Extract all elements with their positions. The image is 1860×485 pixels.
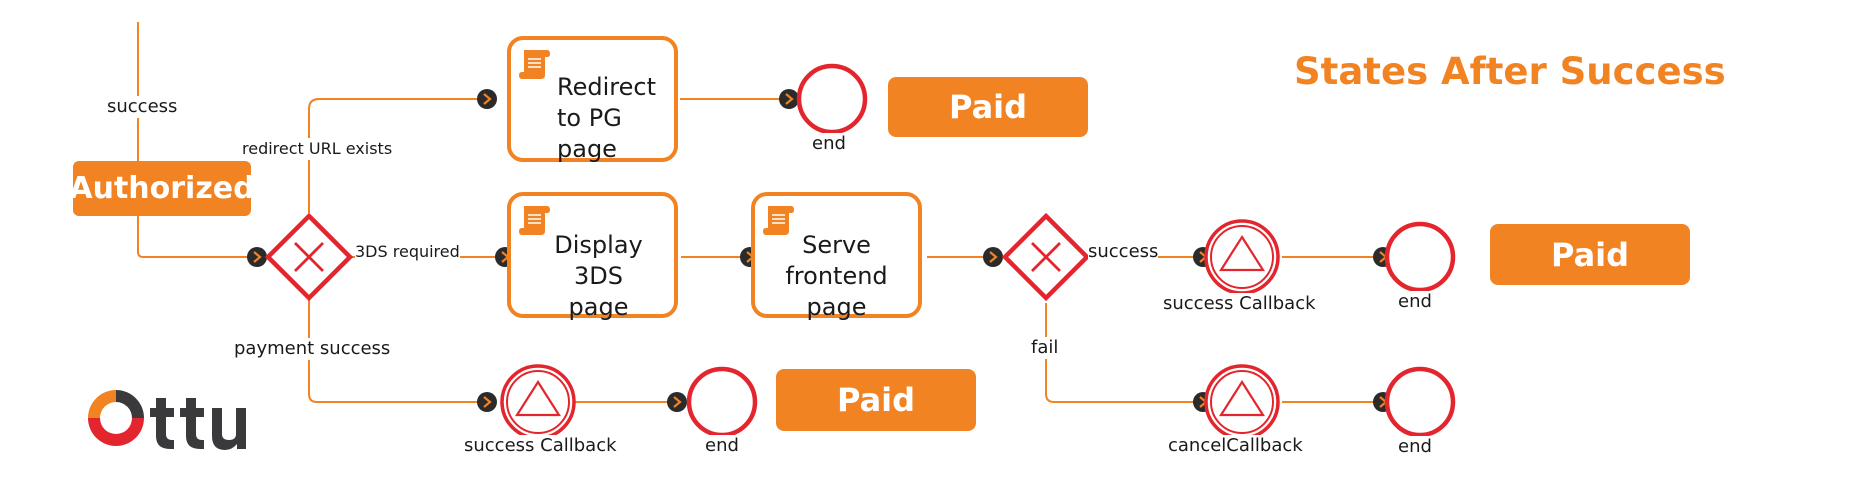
incoming-line: [137, 22, 258, 258]
triangle-icon: [1218, 234, 1266, 272]
chevron-right-icon: [779, 89, 799, 109]
ottu-logo: [88, 390, 246, 450]
triangle-icon: [1218, 379, 1266, 417]
edge-label-payment-success: payment success: [234, 338, 391, 360]
chevron-right-icon: [983, 247, 1003, 267]
triangle-icon: [514, 379, 562, 417]
payment-branch-line: [308, 299, 487, 403]
edge-label-redirect-url-exists: redirect URL exists: [242, 138, 393, 160]
paid-badge: Paid: [1490, 224, 1690, 285]
signal-event: [1204, 219, 1280, 295]
fail-branch-line: [1045, 303, 1203, 403]
edge-label-3ds-required: 3DS required: [355, 241, 460, 263]
task-label: Display 3DS page: [554, 231, 643, 321]
end-label: end: [1398, 291, 1432, 313]
edge-label-success: success: [107, 96, 178, 118]
task-label: Serve frontend page: [785, 231, 888, 321]
edge-label-success-right: success: [1088, 241, 1159, 263]
end-label: end: [812, 133, 846, 155]
end-label: end: [1398, 436, 1432, 458]
paid-badge: Paid: [776, 369, 976, 431]
cancel-callback-label: cancelCallback: [1168, 435, 1303, 457]
scroll-icon: [763, 206, 794, 235]
x-gateway-icon: [1001, 212, 1091, 302]
end-label: end: [705, 435, 739, 457]
signal-event: [1204, 364, 1280, 440]
paid-badge: Paid: [888, 77, 1088, 137]
signal-event: [500, 364, 576, 440]
end-event: [1384, 221, 1456, 293]
scroll-icon: [519, 50, 550, 79]
chevron-right-icon: [667, 392, 687, 412]
chevron-right-icon: [247, 247, 267, 267]
page-title: States After Success: [1294, 50, 1726, 93]
chevron-right-icon: [477, 392, 497, 412]
chevron-right-icon: [477, 89, 497, 109]
redirect-branch-line: [308, 98, 487, 213]
success-callback-label: success Callback: [464, 435, 617, 457]
success-callback-label: success Callback: [1163, 293, 1316, 315]
scroll-icon: [519, 206, 550, 235]
end-event: [686, 366, 758, 438]
x-gateway-icon: [264, 212, 354, 302]
task-redirect-to-pg: Redirect to PG page: [507, 36, 678, 163]
authorized-badge: Authorized: [69, 161, 255, 216]
end-event: [796, 63, 868, 135]
edge-label-fail: fail: [1031, 337, 1059, 359]
task-serve-frontend-page: Serve frontend page: [751, 192, 922, 321]
task-label: Redirect to PG page: [557, 73, 656, 163]
end-event: [1384, 366, 1456, 438]
task-display-3ds-page: Display 3DS page: [507, 192, 678, 321]
